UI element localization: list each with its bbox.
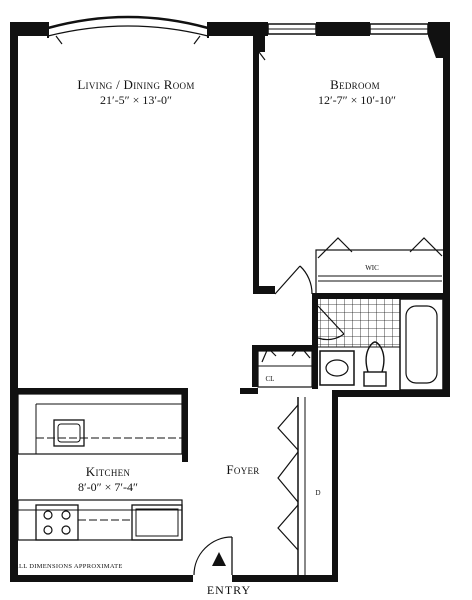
living-room-dims: 21′-5″ × 13′-0″ — [100, 93, 172, 107]
stove — [35, 504, 79, 541]
walk-in-closet: WIC — [315, 237, 445, 295]
kitchen-dims: 8′-0″ × 7′-4″ — [78, 480, 138, 494]
outer-walls — [10, 22, 450, 582]
bedroom-door[interactable] — [274, 265, 313, 295]
bedroom-name: Bedroom — [330, 77, 380, 92]
hall-closet: CL — [257, 345, 313, 388]
room-labels: Living / Dining Room 21′-5″ × 13′-0″ Bed… — [77, 77, 396, 494]
entry-arrow-icon — [212, 552, 226, 566]
foyer-closet: D — [277, 397, 321, 575]
bathroom — [317, 298, 444, 391]
refrigerator — [131, 504, 183, 541]
bedroom-windows — [267, 22, 429, 36]
entry-label: ENTRY — [207, 583, 251, 597]
closet-d-label: D — [315, 489, 320, 497]
bathtub — [399, 298, 444, 391]
living-bay-window — [47, 15, 209, 45]
wic-label: WIC — [365, 264, 379, 272]
living-room-name: Living / Dining Room — [77, 77, 194, 92]
kitchen-name: Kitchen — [86, 464, 131, 479]
foyer-name: Foyer — [226, 462, 259, 477]
interior-walls — [18, 36, 443, 462]
entry-door[interactable] — [193, 536, 233, 576]
bedroom-dims: 12′-7″ × 10′-10″ — [318, 93, 396, 107]
kitchen-fixtures — [17, 393, 183, 541]
kitchen-sink — [53, 419, 85, 447]
bath-sink — [319, 350, 355, 386]
toilet — [363, 341, 387, 387]
dimensions-note: ALL DIMENSIONS APPROXIMATE — [14, 563, 123, 570]
cl-label: CL — [266, 375, 275, 383]
